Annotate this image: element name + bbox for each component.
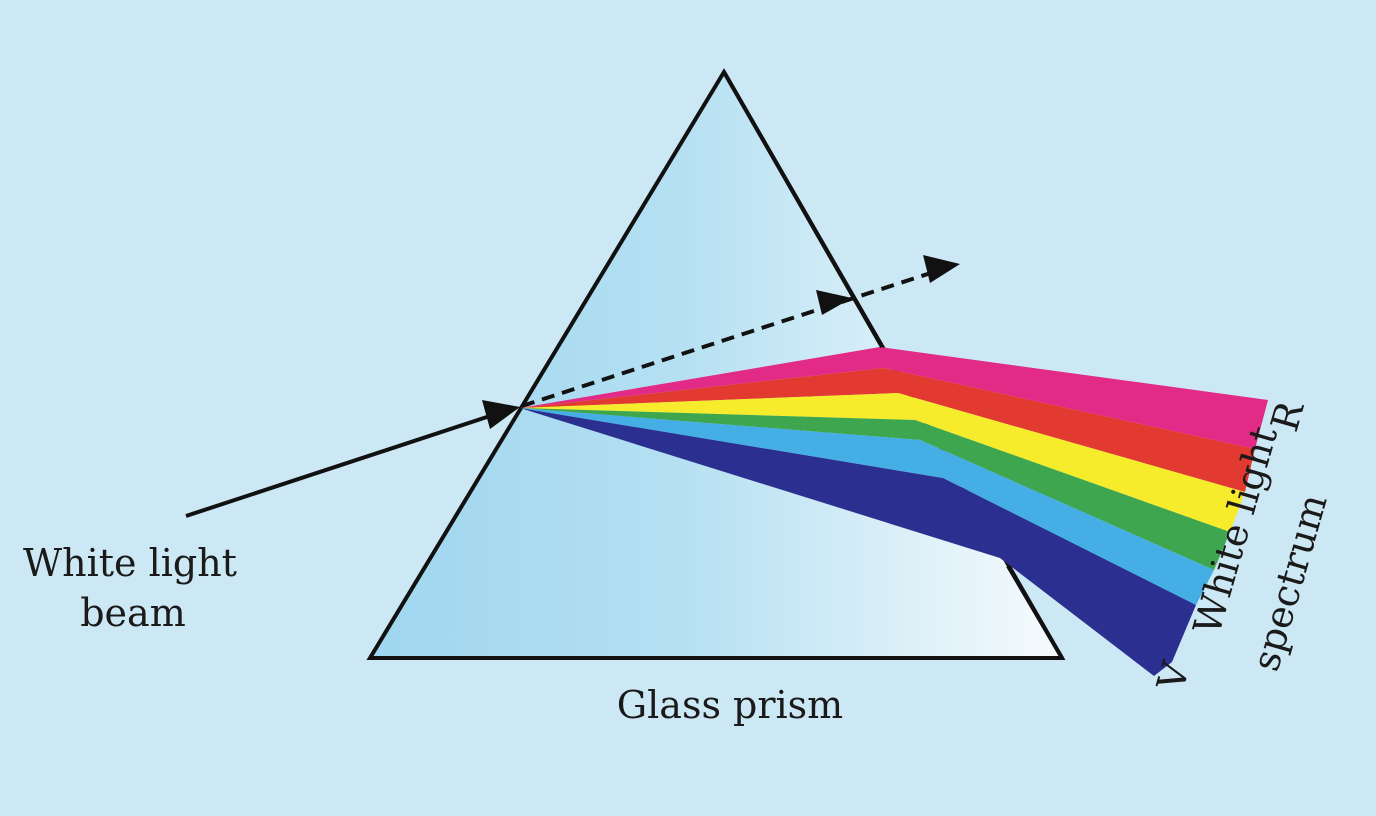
dashed-ray-mid-arrow-icon (816, 290, 852, 315)
spectrum-band-violet (520, 408, 1196, 676)
spectrum-band-green (520, 408, 1230, 570)
prism-right-edge (722, 71, 884, 348)
spectrum-band-red (520, 368, 1255, 492)
dashed-ray (521, 268, 941, 408)
incident-label-line2: beam (80, 591, 186, 635)
incident-ray (185, 412, 497, 518)
prism-label: Glass prism (617, 683, 843, 727)
prism-right-edge-lower (1006, 564, 1064, 660)
spectrum-band-magenta (520, 347, 1268, 449)
spectrum-band-yellow (520, 393, 1245, 532)
spectrum-band-blue (520, 408, 1214, 605)
incident-arrow-icon (482, 400, 520, 429)
incident-label-line1: White light (23, 541, 237, 585)
dashed-ray-end-arrow-icon (923, 255, 960, 283)
spectrum-bands (520, 347, 1268, 676)
